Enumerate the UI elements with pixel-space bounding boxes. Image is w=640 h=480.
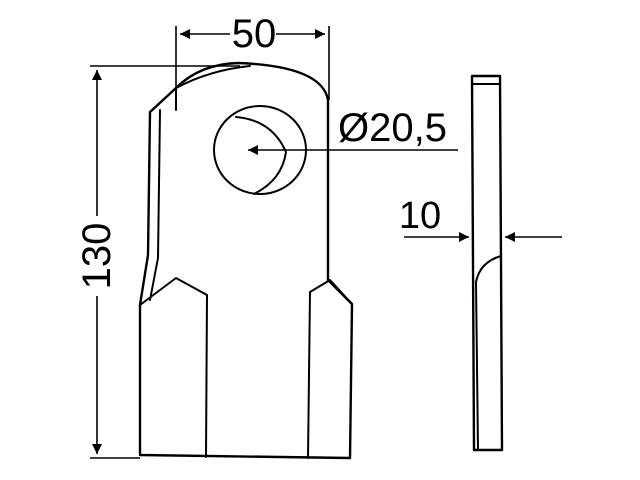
height-label: 130 — [75, 223, 119, 290]
right-cutting-facet — [307, 279, 353, 459]
width-label: 50 — [232, 12, 277, 56]
side-bevel — [475, 255, 502, 451]
width-dimension: 50 — [175, 12, 330, 100]
blade-side-view — [470, 74, 504, 452]
thickness-label: 10 — [399, 195, 441, 237]
thickness-dimension: 10 — [399, 195, 562, 242]
blade-front-view — [138, 61, 354, 460]
left-bevel-line — [149, 109, 161, 301]
left-cutting-facet — [139, 277, 208, 458]
height-dimension: 130 — [75, 65, 240, 459]
blade-outline — [138, 61, 354, 460]
top-bevel-line — [175, 65, 251, 111]
hole-diameter-label: Ø20,5 — [338, 106, 447, 150]
hole-diameter-dimension: Ø20,5 — [248, 106, 458, 155]
